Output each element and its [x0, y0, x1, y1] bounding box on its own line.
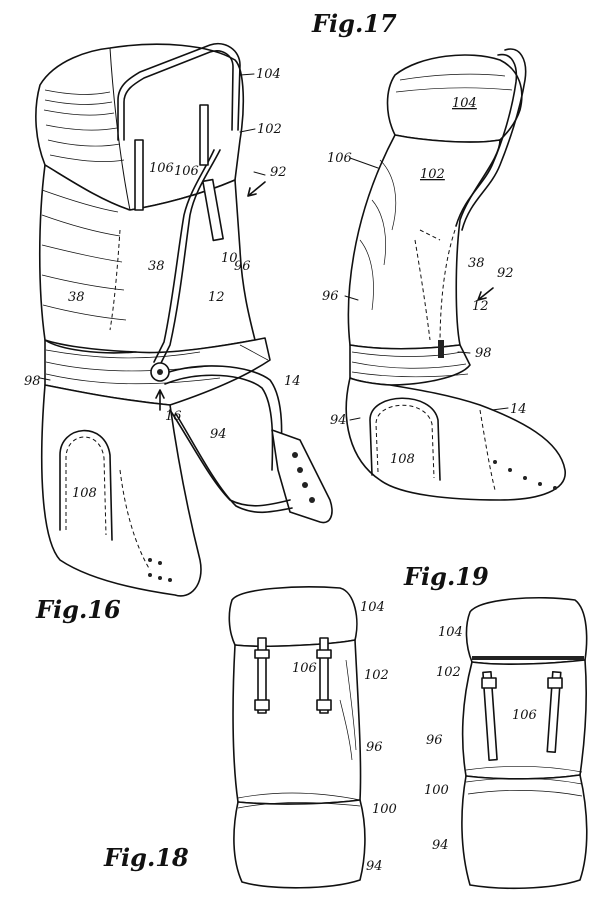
- fig16-ref-92: 92: [270, 165, 287, 180]
- fig17-zipper-door: [369, 397, 441, 481]
- fig17-reference-labels: 104 106 102 38 92 96 12 98 94 14 108: [322, 96, 527, 467]
- fig19-reference-labels: 104 102 106 96 100 94: [424, 625, 537, 853]
- fig17-ref-14: 14: [510, 402, 527, 417]
- fig19-lower-cushion: [461, 774, 588, 890]
- fig16-frame-tube-12: [159, 149, 221, 366]
- fig16-ref-108: 108: [72, 486, 97, 501]
- fig16-ref-94: 94: [210, 427, 227, 442]
- fig17-ref-38: 38: [468, 256, 485, 271]
- fig16-footrest: [40, 384, 202, 597]
- fig17-ref-12: 12: [472, 299, 489, 314]
- fig19-seam: [472, 656, 584, 660]
- fig16-reference-labels: 104 102 106 106 92 10 38 96 12 38 98 14 …: [24, 67, 301, 501]
- fig16-zipper-door: [59, 429, 113, 541]
- fig17-ref-108: 108: [390, 452, 415, 467]
- fig16-caption: Fig.16: [35, 595, 121, 624]
- fig17-ref-96: 96: [322, 289, 339, 304]
- fig19-top-cushion: [465, 596, 588, 665]
- fig16-drawing: [35, 43, 333, 597]
- fig16-foot-frame: [271, 429, 333, 524]
- fig19-ref-96: 96: [426, 733, 443, 748]
- fig16-ref-104: 104: [256, 67, 281, 82]
- fig16-ref-12: 12: [208, 290, 225, 305]
- fig17-frame-tube: [461, 48, 527, 231]
- fig16-ref-102: 102: [257, 122, 282, 137]
- fig19-ref-100: 100: [424, 783, 449, 798]
- fig17-ref-106: 106: [327, 151, 352, 166]
- fig19-ref-94: 94: [432, 838, 449, 853]
- fig18-ref-94: 94: [366, 859, 383, 874]
- fig19-ref-104: 104: [438, 625, 463, 640]
- fig17-ref-98: 98: [475, 346, 492, 361]
- fig17-mid-cushion: [347, 134, 501, 350]
- fig19-strap-right: [546, 671, 562, 753]
- fig16-frame-tube-10: [117, 43, 241, 141]
- fig18-lower-cushion: [233, 799, 366, 889]
- fig17-footrest: [345, 377, 566, 501]
- fig16-ref-38: 38: [148, 259, 165, 274]
- fig19-ref-106: 106: [512, 708, 537, 723]
- fig19-drawing: [461, 596, 588, 890]
- fig16-strap-106: [199, 104, 209, 166]
- fig18-ref-102: 102: [364, 668, 389, 683]
- fig17-ref-92: 92: [497, 266, 514, 281]
- fig17-ref-102: 102: [420, 167, 445, 182]
- fig18-ref-104: 104: [360, 600, 385, 615]
- fig16-strap-buckle: [202, 178, 224, 242]
- fig18-strap-right: [319, 637, 329, 714]
- fig18-drawing: [228, 586, 366, 889]
- fig17-ref-104: 104: [452, 96, 477, 111]
- fig19-caption: Fig.19: [403, 562, 489, 591]
- fig16-ref-96: 96: [234, 259, 251, 274]
- fig16-ref-38b: 38: [68, 290, 85, 305]
- fig19-ref-102: 102: [436, 665, 461, 680]
- fig17-caption: Fig.17: [311, 9, 397, 38]
- fig17-clamp: [438, 340, 444, 358]
- fig16-ref-10: 10: [221, 251, 238, 266]
- fig16-ref-106: 106: [149, 161, 174, 176]
- fig18-strap-left: [257, 637, 267, 714]
- fig18-ref-96: 96: [366, 740, 383, 755]
- fig16-ref-98: 98: [24, 374, 41, 389]
- fig16-ref-106b: 106: [174, 164, 199, 179]
- fig18-reference-labels: 104 106 102 96 100 94: [292, 600, 397, 874]
- fig16-ref-16: 16: [165, 409, 182, 424]
- fig16-ref-14: 14: [284, 374, 301, 389]
- fig18-ref-100: 100: [372, 802, 397, 817]
- fig18-ref-106: 106: [292, 661, 317, 676]
- fig18-caption: Fig.18: [103, 843, 189, 872]
- fig16-strap-106b: [134, 139, 144, 211]
- fig17-drawing: [345, 48, 566, 501]
- fig17-ref-94: 94: [330, 413, 347, 428]
- fig18-top-cushion: [228, 586, 358, 647]
- fig19-strap-left: [482, 671, 498, 761]
